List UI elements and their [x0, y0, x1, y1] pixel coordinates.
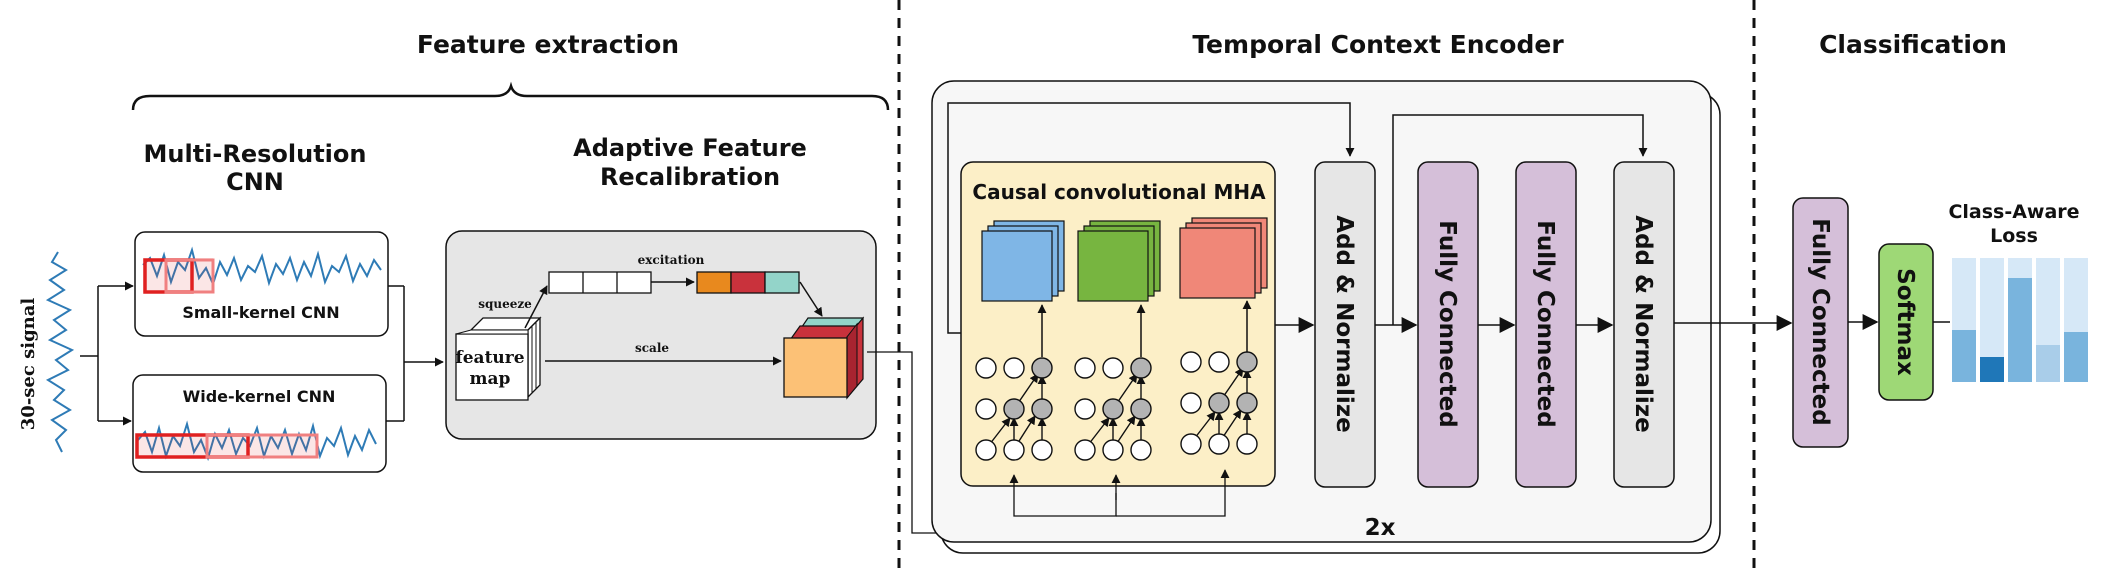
small-kernel-window-2 [164, 258, 215, 294]
section-title-temporal-context-encoder: Temporal Context Encoder [1192, 30, 1564, 59]
input-signal-label: 30-sec signal [18, 298, 39, 431]
fully-connected-2-label: Fully Connected [1532, 220, 1558, 427]
squeeze-label: squeeze [478, 297, 532, 311]
attention-head-icon [1077, 220, 1161, 302]
causal-mha-box [960, 161, 1276, 487]
classifier-fc-label: Fully Connected [1807, 218, 1833, 425]
neuron-graph-icon [975, 357, 1053, 461]
attention-head-icon [1179, 217, 1268, 299]
section-title-classification: Classification [1819, 30, 2007, 59]
wide-kernel-window-fill [135, 434, 317, 456]
wide-kernel-label: Wide-kernel CNN [183, 387, 336, 406]
small-kernel-signal-icon [142, 246, 382, 287]
mrcnn-title-line2: CNN [226, 168, 284, 196]
mha-input-line [1116, 469, 1230, 517]
neuron-graph-icon [1180, 351, 1258, 455]
softmax-label: Softmax [1892, 268, 1918, 376]
small-kernel-window-fill [143, 258, 213, 292]
mha-input-line [1009, 474, 1117, 517]
small-kernel-cnn-box [134, 231, 389, 337]
wide-kernel-window-2 [205, 433, 319, 459]
feature-extraction-brace [131, 81, 890, 111]
section-title-feature-extraction: Feature extraction [417, 30, 679, 59]
mrcnn-title-line1: Multi-Resolution [144, 140, 367, 168]
signal-waveform-icon [45, 251, 75, 453]
feature-map-label-line2: map [470, 369, 511, 389]
add-normalize-2-box [1613, 161, 1675, 488]
excitation-vector [696, 271, 800, 294]
squeeze-vector [548, 271, 652, 294]
attention-head-icon [981, 220, 1065, 302]
causal-mha-title: Causal convolutional MHA [972, 180, 1266, 204]
afr-title-line1: Adaptive Feature [573, 134, 807, 162]
afr-title-line2: Recalibration [600, 163, 780, 191]
rescale-arrow [799, 281, 823, 317]
feature-cube-icon [455, 316, 542, 401]
feature-map-label-line1: feature [455, 348, 524, 368]
fully-connected-1-label: Fully Connected [1434, 220, 1460, 427]
add-normalize-1-label: Add & Normalize [1331, 215, 1357, 432]
excitation-label: excitation [638, 253, 705, 267]
class-aware-loss-line1: Class-Aware [1948, 201, 2079, 223]
wide-kernel-signal-icon [137, 420, 377, 462]
loss-bars-icon [1952, 258, 2088, 382]
small-kernel-label: Small-kernel CNN [182, 303, 339, 322]
repeat-label: 2x [1365, 515, 1396, 541]
wide-kernel-window-1 [135, 433, 250, 459]
scale-label: scale [635, 341, 669, 355]
residual-line-2 [1392, 114, 1648, 325]
squeeze-arrow [524, 285, 548, 329]
recalibrated-cube-icon [783, 316, 865, 400]
add-normalize-2-label: Add & Normalize [1630, 215, 1656, 432]
class-aware-loss-line2: Loss [1990, 225, 2038, 247]
neuron-graph-icon [1074, 357, 1152, 461]
